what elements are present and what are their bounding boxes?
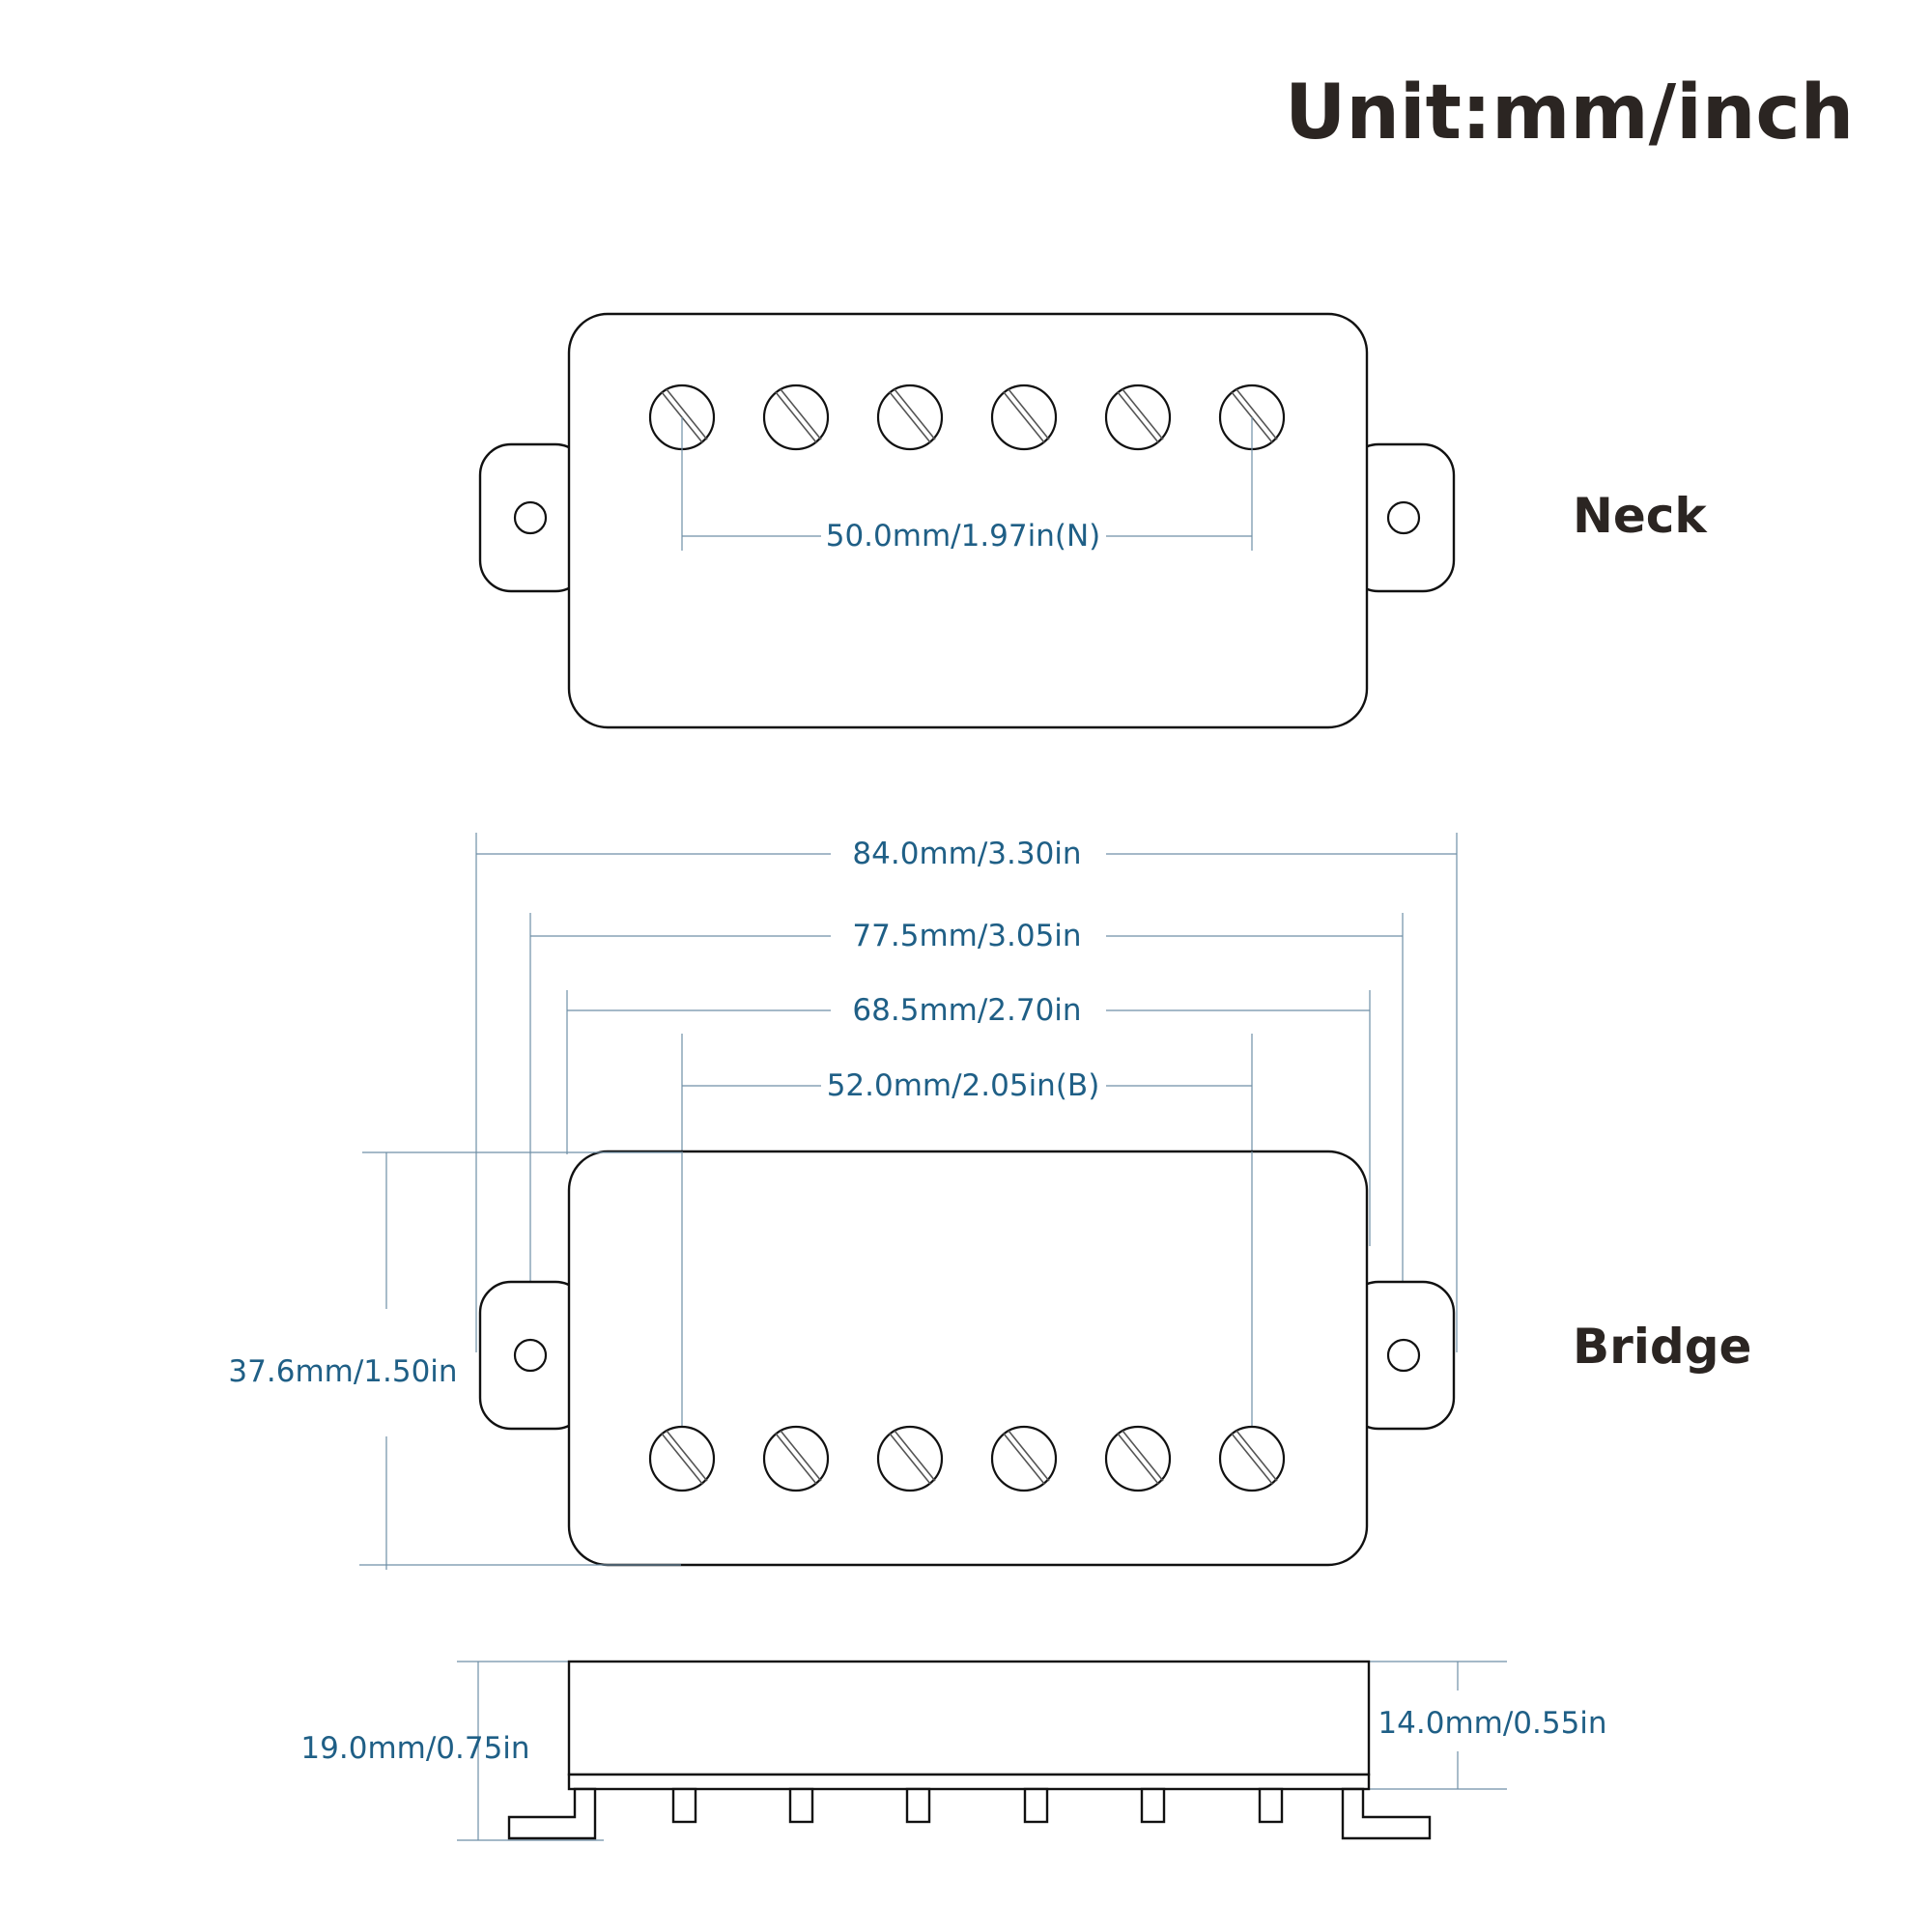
side-pole-piece [1140, 1787, 1166, 1824]
bridge-pole-screw [762, 1425, 830, 1492]
side-view: 19.0mm/0.75in 14.0mm/0.55in [300, 1660, 1607, 1841]
side-right-mounting-foot [1341, 1787, 1432, 1840]
bridge-label: Bridge [1573, 1319, 1752, 1375]
bridge-pole-pieces [648, 1425, 1286, 1492]
unit-label: Unit:mm/inch [1285, 70, 1855, 156]
side-pole-piece [788, 1787, 814, 1824]
side-pole-piece [1023, 1787, 1049, 1824]
side-left-mounting-foot [507, 1787, 597, 1840]
side-pole-piece [671, 1787, 697, 1824]
neck-pole-screw [1104, 384, 1172, 451]
total-height-text: 19.0mm/0.75in [300, 1731, 529, 1766]
bridge-pole-screw [876, 1425, 944, 1492]
bridge-pole-screw [1218, 1425, 1286, 1492]
neck-pole-screw [876, 384, 944, 451]
neck-pickup: 50.0mm/1.97in(N) [478, 312, 1456, 729]
mounting-hole-spacing-text: 77.5mm/3.05in [852, 919, 1081, 953]
overall-length-text: 84.0mm/3.30in [852, 837, 1081, 871]
bridge-pole-screw [1104, 1425, 1172, 1492]
side-pole-piece [905, 1787, 931, 1824]
side-pole-piece [1258, 1787, 1284, 1824]
bridge-pole-screw [648, 1425, 716, 1492]
neck-pole-screw [762, 384, 830, 451]
side-cover-body [567, 1660, 1371, 1776]
cover-width-text: 37.6mm/1.50in [228, 1354, 457, 1389]
neck-pole-spacing-text: 50.0mm/1.97in(N) [826, 519, 1101, 554]
bridge-pole-screw [990, 1425, 1058, 1492]
cover-height-text: 14.0mm/0.55in [1378, 1706, 1606, 1741]
neck-left-mounting-hole [513, 500, 548, 535]
neck-label: Neck [1573, 488, 1707, 544]
side-pole-pieces [671, 1787, 1284, 1824]
neck-right-mounting-hole [1386, 500, 1421, 535]
cover-length-text: 68.5mm/2.70in [852, 993, 1081, 1028]
neck-pole-screw [990, 384, 1058, 451]
side-baseplate [567, 1773, 1371, 1791]
bridge-left-mounting-hole [513, 1338, 548, 1373]
bridge-pickup: 37.6mm/1.50in [228, 1150, 1456, 1570]
bridge-right-mounting-hole [1386, 1338, 1421, 1373]
bridge-pole-spacing-text: 52.0mm/2.05in(B) [827, 1068, 1100, 1103]
bridge-pickup-cover [567, 1150, 1369, 1567]
